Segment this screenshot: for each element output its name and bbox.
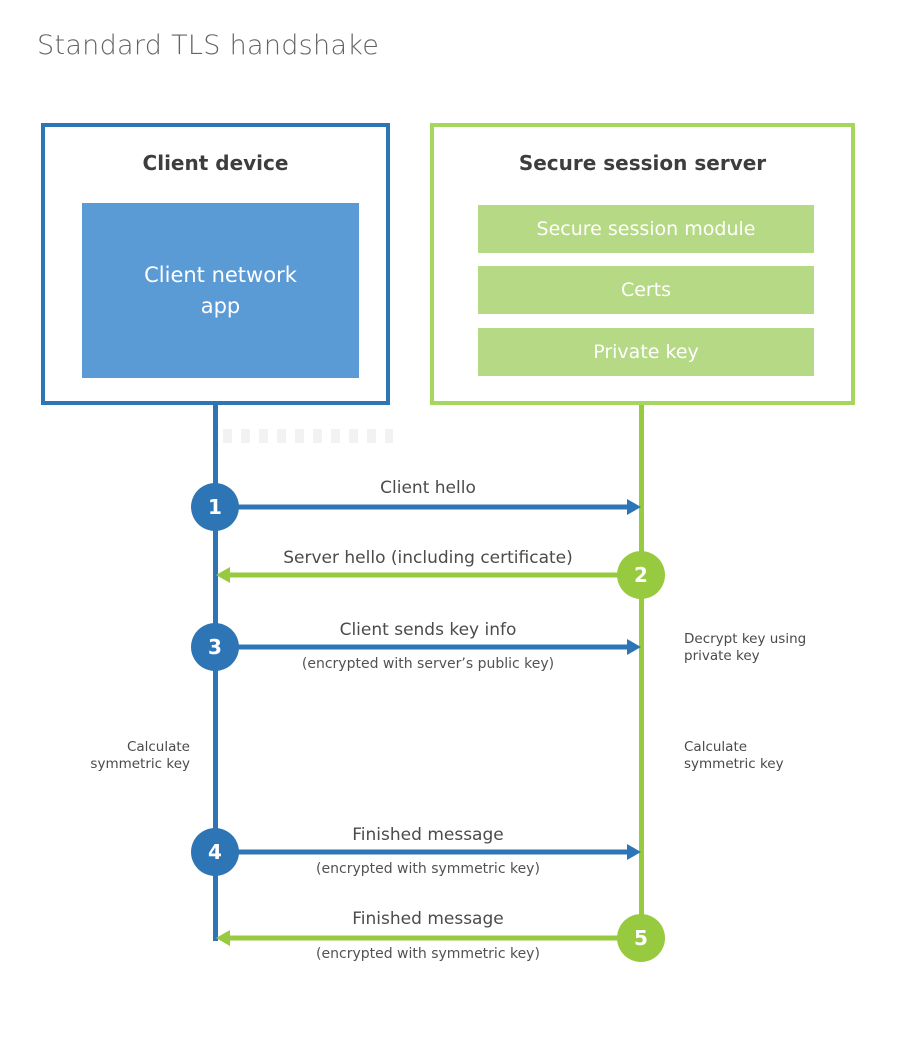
sublabel-finished-client: (encrypted with symmetric key): [316, 861, 540, 877]
note-calculate-symmetric-key-client: Calculate symmetric key: [52, 739, 190, 773]
arrow-left-head-icon: [216, 930, 230, 946]
arrow-shaft: [227, 572, 641, 578]
label-finished-client: Finished message: [352, 825, 504, 845]
arrow-client-hello: [215, 499, 641, 515]
arrow-server-hello: [216, 567, 641, 583]
note-calc-left-line1: Calculate: [126, 739, 190, 755]
server-module-secure-session-module: Secure session module: [478, 205, 814, 253]
secure-session-server-box: Secure session server Secure session mod…: [430, 123, 855, 405]
page-title: Standard TLS handshake: [37, 30, 380, 61]
step-badge-3: 3: [191, 623, 239, 671]
sublabel-client-key-info: (encrypted with server’s public key): [301, 656, 555, 672]
client-device-box: Client device Client network app: [41, 123, 390, 405]
server-module-certs: Certs: [478, 266, 814, 314]
step-badge-4: 4: [191, 828, 239, 876]
arrow-right-head-icon: [627, 499, 641, 515]
note-decrypt-line1: Decrypt key using: [684, 631, 807, 647]
arrow-right-head-icon: [627, 639, 641, 655]
sublabel-finished-server: (encrypted with symmetric key): [316, 946, 540, 962]
note-decrypt-key: Decrypt key using private key: [684, 631, 834, 665]
label-finished-server: Finished message: [352, 909, 504, 929]
server-heading: Secure session server: [518, 151, 767, 175]
note-calc-left-line2: symmetric key: [90, 756, 190, 772]
client-app-line2: app: [200, 293, 241, 318]
note-calc-right-line2: symmetric key: [684, 756, 784, 772]
server-lifeline: [639, 405, 644, 938]
label-server-hello: Server hello (including certificate): [283, 548, 573, 568]
client-network-app-box: Client network app: [82, 203, 359, 378]
client-lifeline: [213, 405, 218, 941]
label-client-key-info: Client sends key info: [339, 620, 517, 640]
arrow-client-key-info: [215, 639, 641, 655]
arrow-shaft: [215, 849, 630, 855]
server-module-private-key: Private key: [478, 328, 814, 376]
note-calc-right-line1: Calculate: [684, 739, 748, 755]
note-calculate-symmetric-key-server: Calculate symmetric key: [684, 739, 834, 773]
arrow-shaft: [227, 935, 641, 941]
note-decrypt-line2: private key: [684, 648, 760, 664]
step-badge-1: 1: [191, 483, 239, 531]
arrow-finished-client: [215, 844, 641, 860]
step-badge-5: 5: [617, 914, 665, 962]
step-badge-2: 2: [617, 551, 665, 599]
arrow-left-head-icon: [216, 567, 230, 583]
client-device-heading: Client device: [142, 151, 289, 175]
arrow-shaft: [215, 504, 630, 510]
client-app-line1: Client network: [144, 263, 297, 288]
arrow-finished-server: [216, 930, 641, 946]
label-client-hello: Client hello: [380, 478, 476, 498]
faint-dashed-artifact: [223, 429, 393, 443]
arrow-right-head-icon: [627, 844, 641, 860]
arrow-shaft: [215, 644, 630, 650]
client-network-app-label: Client network app: [144, 260, 297, 321]
